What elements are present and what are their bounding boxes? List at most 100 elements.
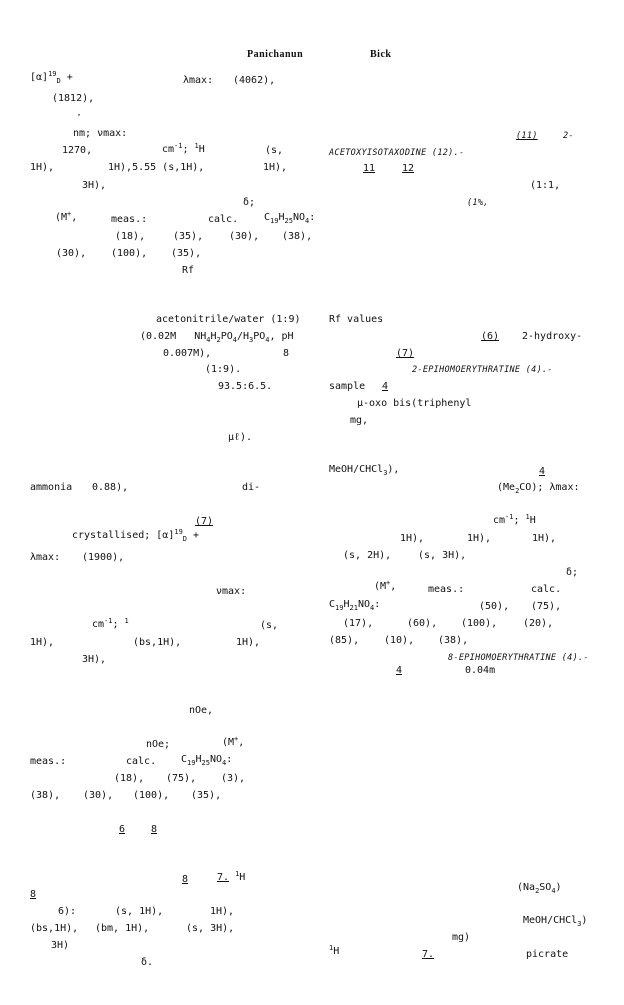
- mass-fragment: (75),: [531, 601, 562, 612]
- molecular-formula: C19H25NO4:: [264, 212, 316, 225]
- compound-ref: (11): [516, 131, 538, 141]
- crystallised-rotation: crystallised; [α]19D +: [72, 528, 200, 543]
- nmr-signal: (s,: [265, 145, 284, 156]
- concentration-text: 0.04m: [465, 665, 496, 676]
- drying-agent: (Na2SO4): [517, 882, 562, 895]
- nmr-signal: 1H),: [263, 162, 288, 173]
- mass-fragment: (38),: [438, 635, 469, 646]
- nmr-signal: (bm, 1H),: [95, 923, 150, 934]
- delta-symbol: δ.: [141, 957, 154, 968]
- compound-ref: 4: [382, 381, 389, 392]
- compound-ref: 8: [151, 824, 158, 835]
- mass-amount: mg,: [350, 415, 369, 426]
- mass-fragment: (20),: [523, 618, 554, 629]
- nmr-signal: 3H),: [82, 180, 107, 191]
- delta-symbol: δ;: [243, 197, 256, 208]
- nmr-label: 1H: [329, 944, 340, 958]
- mass-fragment: (50),: [479, 601, 510, 612]
- nmr-signal: (s, 2H),: [343, 550, 392, 561]
- hyphenated-word: di-: [242, 482, 261, 493]
- mass-fragment: (38),: [30, 790, 61, 801]
- nmr-signal: (s, 3H),: [418, 550, 467, 561]
- noe-label: nOe,: [189, 705, 214, 716]
- section-heading-2-epihomoerythratine: 2-EPIHOMOERYTHRATINE (4).-: [412, 365, 553, 375]
- section-heading-acetoxyisotaxodine: ACETOXYISOTAXODINE (12).-: [329, 148, 465, 158]
- nmr-signal: 1H),: [210, 906, 235, 917]
- running-header-author-1: Panichanun: [247, 49, 304, 60]
- mass-fragment: (35),: [173, 231, 204, 242]
- molecular-formula: C19H25NO4:: [181, 754, 233, 767]
- nmr-signal: 3H): [51, 940, 70, 951]
- ph-value: 8: [283, 348, 290, 359]
- nmr-signal: 1H),5.55 (s,1H),: [108, 162, 205, 173]
- uv-value-2: (1812),: [52, 93, 95, 104]
- mass-fragment: (100),: [111, 248, 148, 259]
- running-header-author-2: Bick: [370, 49, 392, 60]
- picrate-text: picrate: [526, 949, 569, 960]
- compound-ref-nmr: 7. 1H: [217, 870, 246, 884]
- mass-fragment: (35),: [191, 790, 222, 801]
- nmr-signal: (s, 3H),: [186, 923, 235, 934]
- mass-measured-label: meas.:: [428, 584, 465, 595]
- hyphenated-word: 2-: [563, 131, 574, 141]
- compound-ref: 8: [30, 889, 37, 900]
- ratio-text: (1:1,: [530, 180, 561, 191]
- mass-fragment: (30),: [83, 790, 114, 801]
- rf-label: Rf: [182, 265, 195, 276]
- nmr-signal: 1H),: [30, 637, 55, 648]
- compound-ref: 8: [182, 874, 189, 885]
- solvent-text: MeOH/CHCl3),: [329, 464, 400, 477]
- nmr-signal: 1H),: [400, 533, 425, 544]
- solvent-system: acetonitrile/water (1:9): [156, 314, 301, 325]
- mass-amount: mg): [452, 932, 471, 943]
- mass-calc-label: calc.: [208, 214, 239, 225]
- reagent-text: μ-oxo bis(triphenyl: [357, 398, 472, 409]
- nmr-signal: 1H),: [30, 162, 55, 173]
- nmr-signal: 3H),: [82, 654, 107, 665]
- mass-fragment: (10),: [384, 635, 415, 646]
- ir-label: νmax:: [216, 586, 247, 597]
- sample-label: sample: [329, 381, 366, 392]
- compound-ref: 7.: [422, 949, 435, 960]
- solvent-uv: (Me2CO); λmax:: [497, 482, 580, 495]
- ir-value: 1270,: [62, 145, 93, 156]
- mass-spec-label: (M+,: [55, 210, 78, 224]
- mass-measured-label: meas.:: [111, 214, 148, 225]
- mass-fragment: (100),: [461, 618, 498, 629]
- compound-ref: 6: [119, 824, 126, 835]
- uv-lambda-label: λmax:: [30, 552, 61, 563]
- nmr-signal: 1H),: [236, 637, 261, 648]
- mass-fragment: (30),: [229, 231, 260, 242]
- nmr-signal: 1H),: [532, 533, 557, 544]
- mass-calc-label: calc.: [531, 584, 562, 595]
- mass-fragment: (17),: [343, 618, 374, 629]
- nmr-signal: (bs,1H),: [30, 923, 79, 934]
- mass-spec-label: (M+,: [222, 735, 245, 749]
- mass-fragment: (35),: [171, 248, 202, 259]
- solvent-text: MeOH/CHCl3): [523, 915, 588, 928]
- compound-ref: 4: [539, 466, 546, 477]
- delta-symbol: δ;: [566, 567, 579, 578]
- reagent-text: 0.88),: [92, 482, 129, 493]
- section-heading-8-epihomoerythratine: 8-EPIHOMOERYTHRATINE (4).-: [448, 653, 589, 663]
- compound-ref: (7): [195, 516, 214, 527]
- ratio-text: (1:9).: [205, 364, 242, 375]
- ir-label: nm; νmax:: [73, 128, 128, 139]
- noe-label: nOe;: [146, 739, 171, 750]
- hyphenated-word: 2-hydroxy-: [522, 331, 583, 342]
- uv-lambda-label: λmax:: [183, 75, 214, 86]
- nmr-signal: (s,: [260, 620, 279, 631]
- mass-fragment: (18),: [115, 231, 146, 242]
- mass-fragment: (60),: [407, 618, 438, 629]
- buffer-concentration: 0.007M),: [163, 348, 212, 359]
- compound-ref: (6): [481, 331, 500, 342]
- nmr-signal: (s, 1H),: [115, 906, 164, 917]
- ratio-text: 93.5:6.5.: [218, 381, 273, 392]
- percent-text: (1%,: [467, 198, 489, 208]
- ir-unit-nmr: cm-1; 1H: [162, 142, 205, 156]
- molecular-formula: C19H21NO4:: [329, 599, 381, 612]
- mass-spec-label: (M+,: [374, 579, 397, 593]
- compound-ref: (7): [396, 348, 415, 359]
- mass-fragment: (75),: [166, 773, 197, 784]
- compound-ref: 4: [396, 665, 403, 676]
